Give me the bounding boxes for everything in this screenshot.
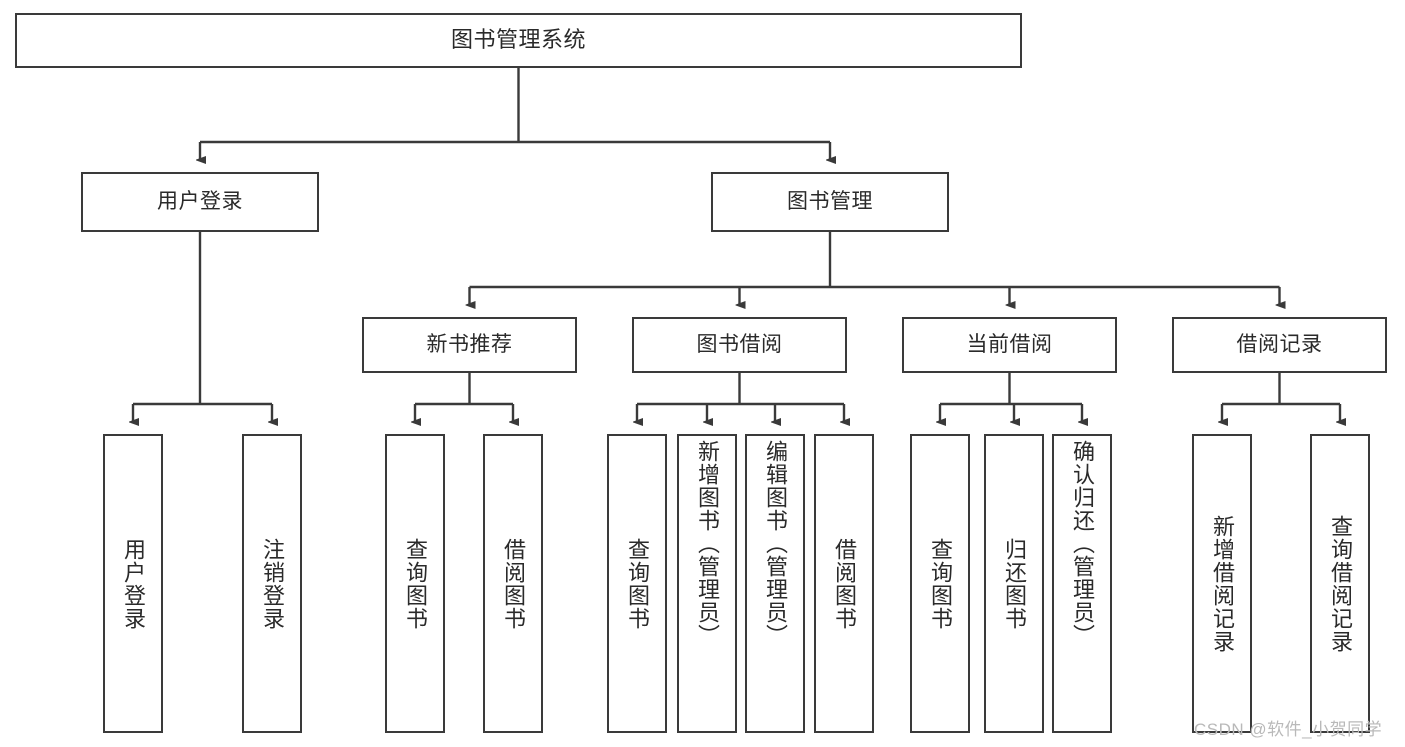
leaf-return-book[interactable]: 归还图书: [984, 434, 1044, 733]
leaf-confirm-return[interactable]: 确认归还（管理员）: [1052, 434, 1112, 733]
leaf-query-borrow-record-label: 查询借阅记录: [1328, 514, 1353, 653]
node-book-manage[interactable]: 图书管理: [711, 172, 949, 232]
leaf-add-borrow-record[interactable]: 新增借阅记录: [1192, 434, 1252, 733]
node-new-book-recommend[interactable]: 新书推荐: [362, 317, 577, 373]
node-user-login-label: 用户登录: [157, 190, 243, 214]
leaf-query-book-2[interactable]: 查询图书: [607, 434, 667, 733]
leaf-logout-label: 注销登录: [260, 537, 285, 630]
node-current-borrow[interactable]: 当前借阅: [902, 317, 1117, 373]
node-book-borrow-label: 图书借阅: [696, 333, 783, 357]
node-borrow-record[interactable]: 借阅记录: [1172, 317, 1387, 373]
node-book-manage-label: 图书管理: [787, 190, 873, 214]
leaf-query-book-3-label: 查询图书: [928, 537, 953, 630]
leaf-borrow-book-1-label: 借阅图书: [501, 537, 526, 630]
node-root-label: 图书管理系统: [450, 27, 586, 53]
leaf-query-borrow-record[interactable]: 查询借阅记录: [1310, 434, 1370, 733]
leaf-borrow-book-2[interactable]: 借阅图书: [814, 434, 874, 733]
leaf-logout[interactable]: 注销登录: [242, 434, 302, 733]
node-new-book-recommend-label: 新书推荐: [426, 333, 513, 357]
leaf-add-book[interactable]: 新增图书（管理员）: [677, 434, 737, 733]
leaf-borrow-book-2-label: 借阅图书: [832, 537, 857, 630]
node-current-borrow-label: 当前借阅: [966, 333, 1053, 357]
leaf-edit-book[interactable]: 编辑图书（管理员）: [745, 434, 805, 733]
leaf-edit-book-label: 编辑图书（管理员）: [763, 440, 788, 647]
leaf-borrow-book-1[interactable]: 借阅图书: [483, 434, 543, 733]
leaf-user-login-label: 用户登录: [121, 537, 146, 630]
leaf-query-book-2-label: 查询图书: [625, 537, 650, 630]
leaf-confirm-return-label: 确认归还（管理员）: [1070, 440, 1095, 647]
leaf-add-borrow-record-label: 新增借阅记录: [1210, 514, 1235, 653]
node-book-borrow[interactable]: 图书借阅: [632, 317, 847, 373]
leaf-query-book-1-label: 查询图书: [403, 537, 428, 630]
leaf-query-book-3[interactable]: 查询图书: [910, 434, 970, 733]
leaf-return-book-label: 归还图书: [1002, 537, 1027, 630]
leaf-user-login[interactable]: 用户登录: [103, 434, 163, 733]
node-root[interactable]: 图书管理系统: [15, 13, 1022, 68]
leaf-query-book-1[interactable]: 查询图书: [385, 434, 445, 733]
node-user-login[interactable]: 用户登录: [81, 172, 319, 232]
leaf-add-book-label: 新增图书（管理员）: [695, 440, 720, 647]
node-borrow-record-label: 借阅记录: [1236, 333, 1323, 357]
csdn-watermark: CSDN @软件_小贺同学: [1194, 720, 1383, 739]
